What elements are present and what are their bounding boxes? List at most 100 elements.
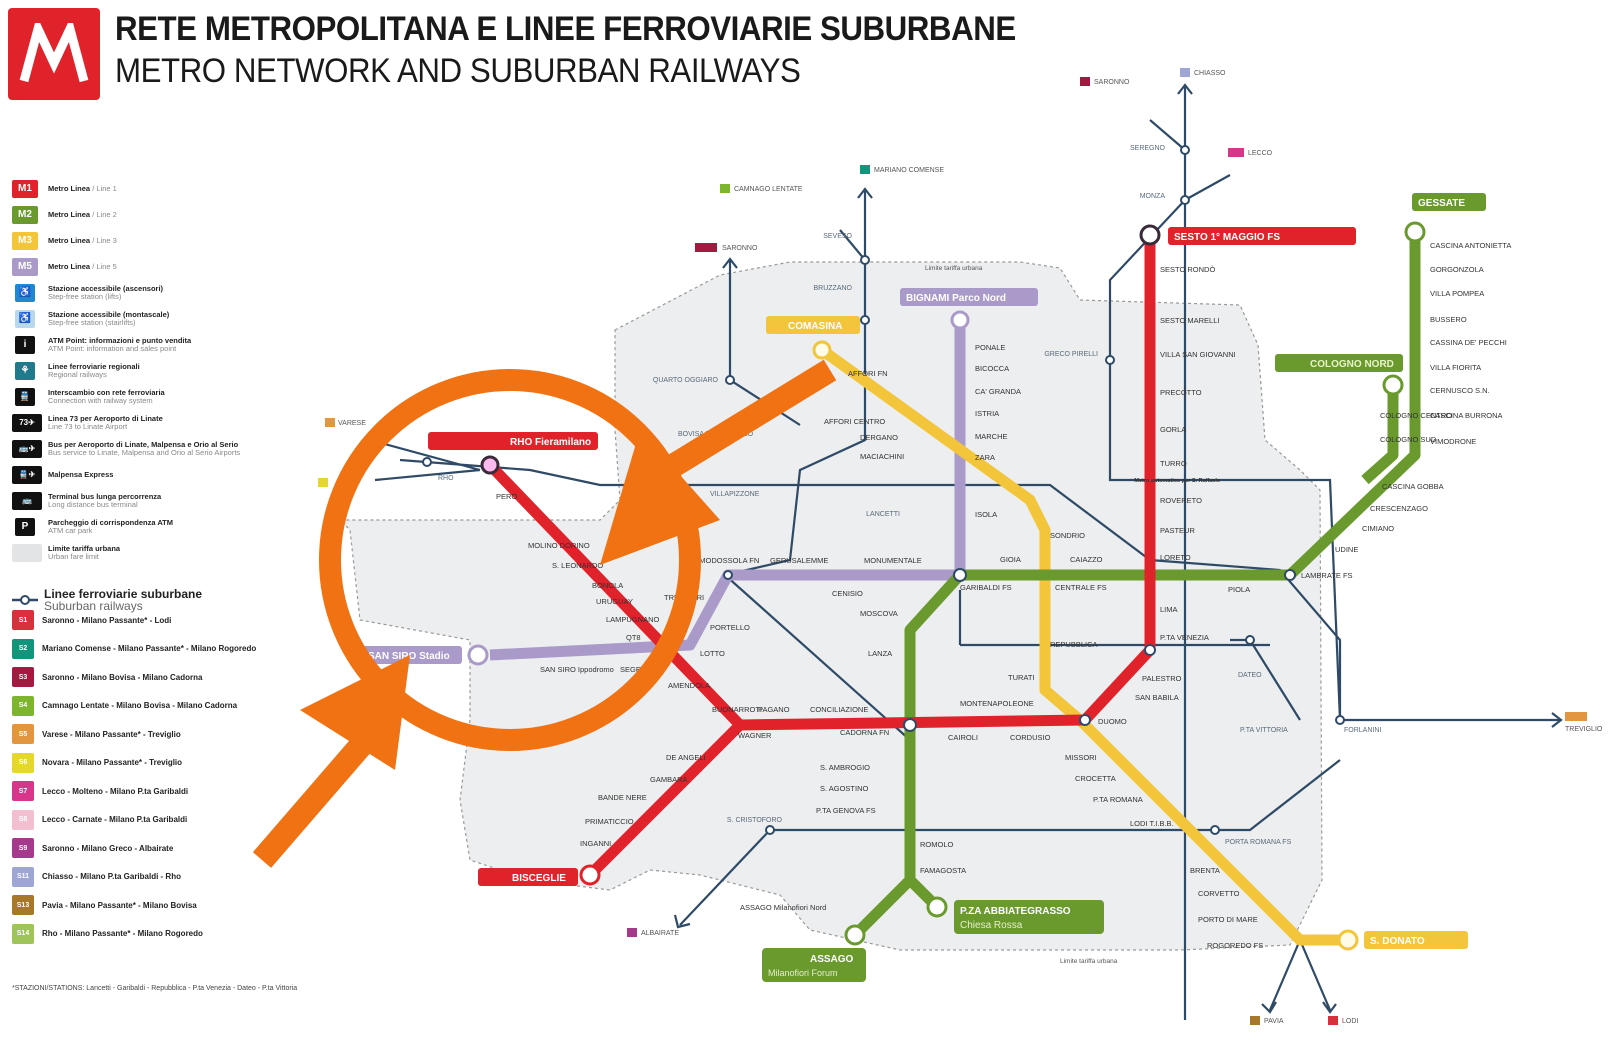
station-label: GORGONZOLA [1430,265,1484,274]
station-label: COLOGNO SUD [1380,435,1437,444]
station-label: ROMOLO [920,840,954,849]
dest-lodi: LODI [1342,1018,1358,1025]
station-label: P.TA ROMANA [1093,795,1143,804]
destination-labels: SARONNO CHIASSO LECCO MARIANO COMENSE CA… [318,68,1603,1025]
suburban-line-badge: S1 [12,610,34,630]
station-label: BUONARROTI [712,705,762,714]
legend-label: Metro Linea [48,209,91,219]
station-label: CASCINA ANTONIETTA [1430,241,1511,250]
legend-label-en: / Line 2 [92,209,117,219]
m1-line-icon: M1 [12,179,38,198]
suburban-line-badge: S6 [12,752,34,773]
fare-limit-label: Limite tariffa urbana [925,265,983,272]
legend: M1 Metro Linea / Line 1 M2 Metro Linea /… [12,176,312,566]
fare-limit-label-south: Limite tariffa urbana [1060,958,1118,965]
station-label: P.TA VENEZIA [1160,633,1209,642]
station-label: CERNUSCO S.N. [1430,386,1490,395]
station-label: VIMODRONE [1430,437,1476,446]
suburban-line-badge: S7 [12,781,34,801]
legend-item-m3: M3 Metro Linea / Line 3 [12,228,312,253]
arrow-ne-head [600,430,720,565]
station-label: GRECO PIRELLI [1044,351,1098,358]
station-label: LOTTO [700,649,725,658]
station-label: CASSINA DE' PECCHI [1430,338,1507,347]
legend-label: Terminal bus lunga percorrenza [48,491,162,501]
station-label: SAN BABILA [1135,693,1179,702]
station-label: LAMPUGNANO [606,615,660,624]
suburban-line-route: Lecco - Carnate - Milano P.ta Garibaldi [42,815,188,824]
suburban-line-icon [12,595,38,605]
legend-label-en: Connection with railway system [48,395,153,405]
arrow-sw-head [300,655,410,770]
dest-treviglio: TREVIGLIO [1565,726,1603,733]
station-label: CAIROLI [948,733,978,742]
station-label: MOLINO DORINO [528,541,590,550]
station-label: BRUZZANO [814,285,853,292]
bignami-terminus-badge [900,288,1038,306]
station-label: VILLA SAN GIOVANNI [1160,350,1236,359]
legend-label: ATM Point: informazioni e punto vendita [48,335,192,345]
legend-label: Metro Linea [48,183,91,193]
san-donato-terminus-label: S. DONATO [1370,936,1425,947]
station-label: SEVESO [823,233,852,240]
legend-label: Metro Linea [48,261,91,271]
san-raffaele-label: Metro automatico per S. Raffaele [1134,478,1220,484]
legend-label: Interscambio con rete ferroviaria [48,387,165,397]
station-label: CENISIO [832,589,863,598]
suburban-line-badge: S4 [12,695,34,716]
station-label: SESTO MARELLI [1160,316,1219,325]
station-label: AFFORI FN [848,369,888,378]
dest-lecco: LECCO [1248,150,1273,157]
parking-icon: P [15,517,35,536]
dest-saronno-west: SARONNO [722,245,758,252]
station-label: TURATI [1008,673,1035,682]
legend-label-en: Long distance bus terminal [48,499,138,509]
arrow-sw-shaft [252,727,380,868]
legend-label-en: ATM car park [48,525,93,535]
station-label: LANZA [868,649,892,658]
station-label: COLOGNO CENTRO [1380,411,1452,420]
legend-item-m5: M5 Metro Linea / Line 5 [12,254,312,279]
legend-label-en: Regional railways [48,369,107,379]
destination-arrows [673,83,1563,1014]
station-label: PERO [496,492,517,501]
dest-saronno-north: SARONNO [1094,79,1130,86]
station-label: GERUSALEMME [770,556,828,565]
rho-terminus-label: RHO Fieramilano [510,437,591,448]
station-label: ROVERETO [1160,496,1202,505]
station-label: AFFORI CENTRO [824,417,885,426]
sesto-terminus-badge [1168,227,1356,245]
train-icon: 🚆 [15,387,35,406]
station-label: P.TA GENOVA FS [816,806,876,815]
urban-fare-zone [338,261,1323,951]
station-label: SEREGNO [1130,145,1166,152]
station-label: CAIAZZO [1070,555,1103,564]
suburban-subtitle: Suburban railways [44,599,143,613]
legend-label: Linea 73 per Aeroporto di Linate [48,413,163,423]
annotation-highlight [252,359,837,868]
station-label: PALESTRO [1142,674,1182,683]
interchange-nodes [422,145,1345,835]
station-label: PAGANO [758,705,790,714]
station-label: ISOLA [975,510,997,519]
station-label: WAGNER [738,731,772,740]
dest-varese: VARESE [338,420,366,427]
station-label: MOSCOVA [860,609,898,618]
dest-albairate: ALBAIRATE [641,930,679,937]
cologno-terminus-badge [1275,354,1403,372]
highlight-circle [319,369,701,751]
abbiategrasso-terminus-badge [954,900,1104,934]
gessate-terminus-label: GESSATE [1418,198,1465,209]
station-label: SESTO RONDÒ [1160,265,1215,274]
assago-terminus-badge [762,948,866,982]
coach-icon: 🚌 [12,491,42,510]
station-label: QUARTO OGGIARO [653,377,719,384]
legend-item-m1: M1 Metro Linea / Line 1 [12,176,312,201]
page-subtitle: METRO NETWORK AND SUBURBAN RAILWAYS [115,52,801,90]
